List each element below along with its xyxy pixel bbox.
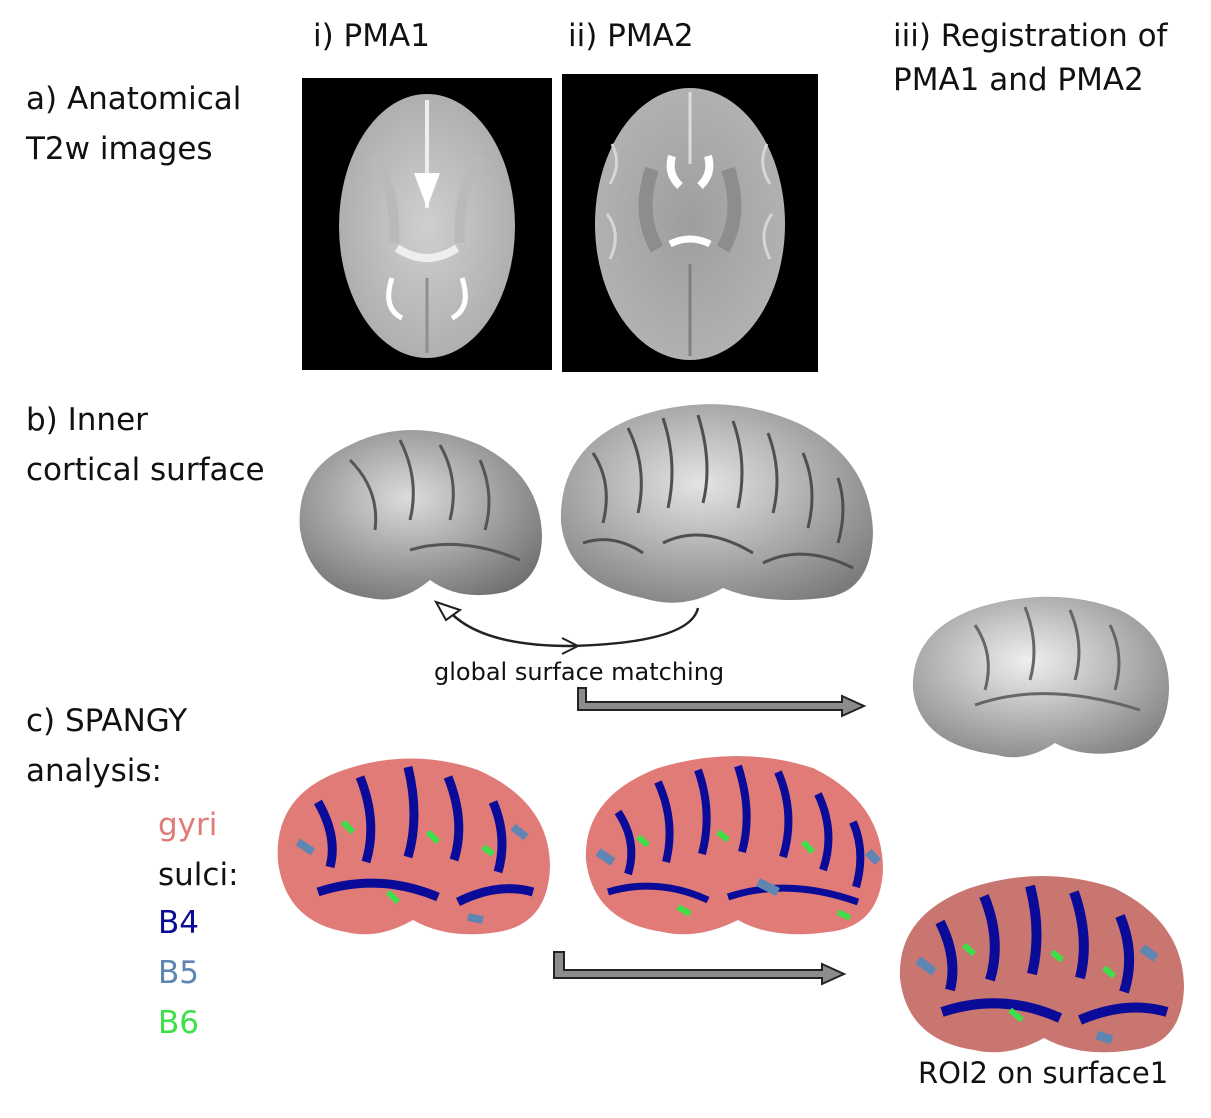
registration-arrow-lower <box>550 950 850 990</box>
legend-b4: B4 <box>158 905 199 941</box>
surface-matching-arrow <box>420 598 720 658</box>
mri-slice-pma1 <box>302 78 552 370</box>
spangy-surface-pma1 <box>268 742 556 940</box>
mri-slice-pma2 <box>562 74 818 372</box>
cortical-surface-pma1 <box>290 410 548 606</box>
column-header-registration-line2: PMA1 and PMA2 <box>893 62 1144 98</box>
column-header-registration-line1: iii) Registration of <box>893 18 1168 54</box>
row-label-b-line2: cortical surface <box>26 452 265 488</box>
spangy-surface-pma2 <box>578 742 890 940</box>
spangy-registered-surface <box>892 860 1190 1058</box>
cortical-surface-pma2 <box>553 393 878 613</box>
column-header-pma1: i) PMA1 <box>313 18 430 54</box>
annotation-global-surface-matching: global surface matching <box>434 658 725 686</box>
legend-b5: B5 <box>158 955 199 991</box>
row-label-a-line2: T2w images <box>26 131 213 167</box>
row-label-a-line1: a) Anatomical <box>26 81 242 117</box>
row-label-b-line1: b) Inner <box>26 402 148 438</box>
annotation-roi2-on-surface1: ROI2 on surface1 <box>918 1056 1169 1090</box>
row-label-c-line1: c) SPANGY <box>26 703 188 739</box>
row-label-c-line2: analysis: <box>26 753 162 789</box>
column-header-pma2: ii) PMA2 <box>568 18 694 54</box>
legend-gyri: gyri <box>158 807 218 843</box>
registration-arrow-upper <box>570 686 870 726</box>
legend-sulci: sulci: <box>158 857 239 893</box>
registered-surface <box>905 585 1173 763</box>
legend-b6: B6 <box>158 1005 199 1041</box>
